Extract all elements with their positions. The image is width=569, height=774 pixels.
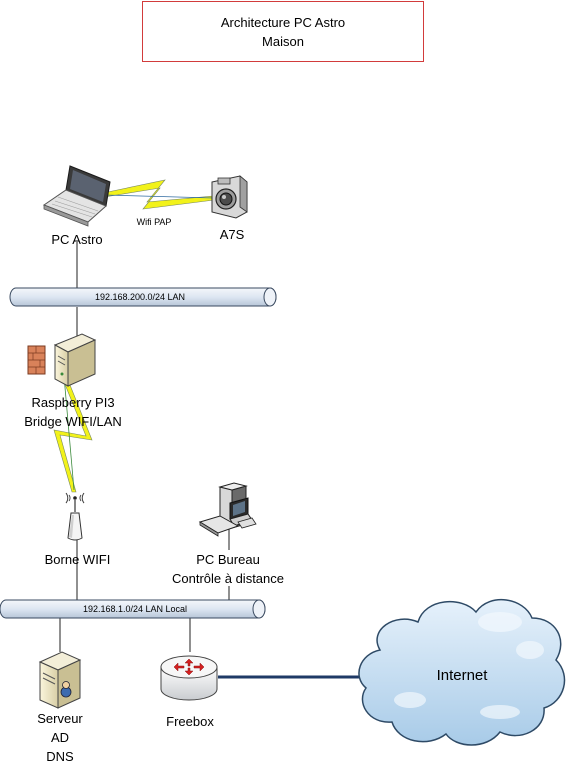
raspberry-label-line-2: Bridge WIFI/LAN [24, 414, 122, 429]
pc-bureau-label-line-1: PC Bureau [196, 552, 260, 567]
connector-lines [59, 242, 230, 652]
lan-local-bus [0, 599, 266, 619]
lan-200-bus [9, 287, 277, 307]
title-line-1: Architecture PC Astro [220, 14, 346, 30]
raspberry-server-icon [27, 333, 97, 387]
serveur-label: Serveur AD DNS [25, 709, 95, 766]
title-line-2: Maison [262, 33, 304, 49]
camera-icon [211, 175, 248, 219]
pc-bureau-label-line-2: Contrôle à distance [171, 571, 284, 586]
router-icon [160, 655, 218, 701]
wifi-access-point-icon [65, 492, 85, 541]
borne-wifi-label: Borne WIFI [44, 552, 111, 567]
lan-200-label: 192.168.200.0/24 LAN [94, 292, 186, 302]
bridge-lightning [53, 374, 93, 493]
serveur-label-line-3: DNS [46, 749, 74, 764]
diagram-title-box: Architecture PC Astro Maison [142, 1, 424, 62]
raspberry-label: Raspberry PI3 Bridge WIFI/LAN [8, 393, 138, 431]
freebox-label: Freebox [166, 714, 214, 729]
wifi-pap-lightning [102, 179, 215, 210]
laptop-icon [42, 165, 111, 227]
desktop-pc-icon [198, 482, 257, 537]
raspberry-label-line-1: Raspberry PI3 [31, 395, 115, 410]
pc-astro-label: PC Astro [51, 232, 103, 247]
a7s-label: A7S [219, 227, 245, 242]
wifi-pap-label: Wifi PAP [136, 217, 172, 227]
server-icon [38, 651, 82, 709]
lan-local-label: 192.168.1.0/24 LAN Local [82, 604, 188, 614]
serveur-label-line-2: AD [50, 730, 70, 745]
pc-bureau-label: PC Bureau Contrôle à distance [160, 550, 296, 588]
serveur-label-line-1: Serveur [37, 711, 83, 726]
cloud-highlights [394, 612, 544, 719]
internet-label: Internet [436, 667, 488, 684]
